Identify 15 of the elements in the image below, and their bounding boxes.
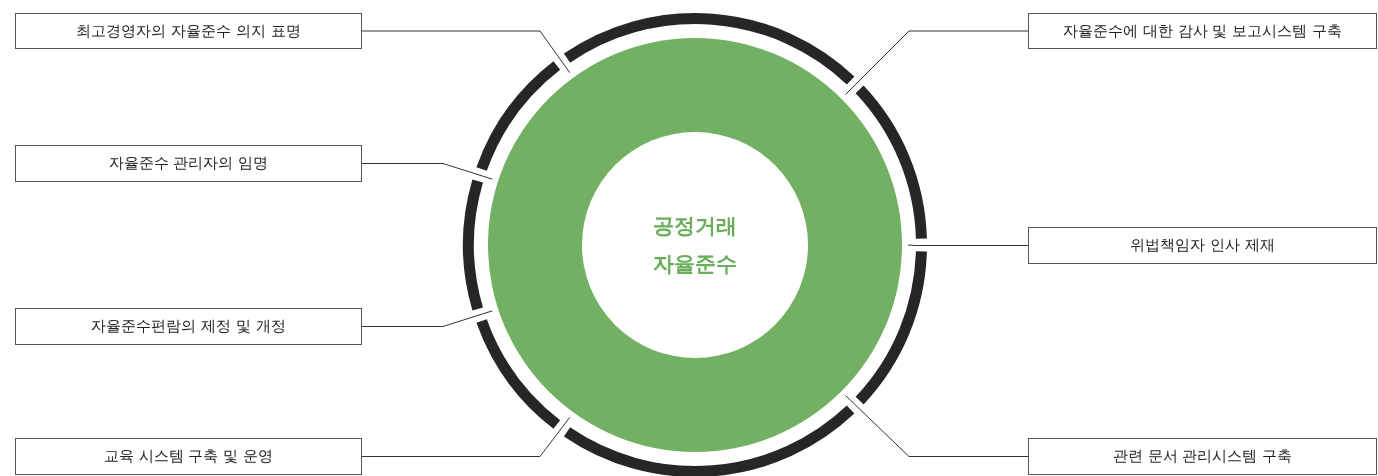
label-box: 자율준수 관리자의 임명 — [15, 145, 362, 182]
label-box: 최고경영자의 자율준수 의지 표명 — [15, 13, 362, 49]
leader-line — [361, 416, 571, 457]
label-box: 교육 시스템 구축 및 운영 — [15, 438, 362, 475]
leader-line — [361, 310, 493, 327]
label-box: 관련 문서 관리시스템 구축 — [1028, 438, 1377, 475]
leader-line — [361, 163, 493, 180]
leader-line — [845, 395, 1029, 457]
label-box: 자율준수에 대한 감사 및 보고시스템 구축 — [1028, 13, 1377, 49]
label-box: 위법책임자 인사 제재 — [1028, 227, 1377, 264]
leader-line — [361, 30, 571, 74]
leader-line — [845, 30, 1029, 95]
leader-line — [907, 244, 1029, 246]
center-title: 공정거래 자율준수 — [652, 213, 738, 278]
label-box: 자율준수편람의 제정 및 개정 — [15, 308, 362, 345]
